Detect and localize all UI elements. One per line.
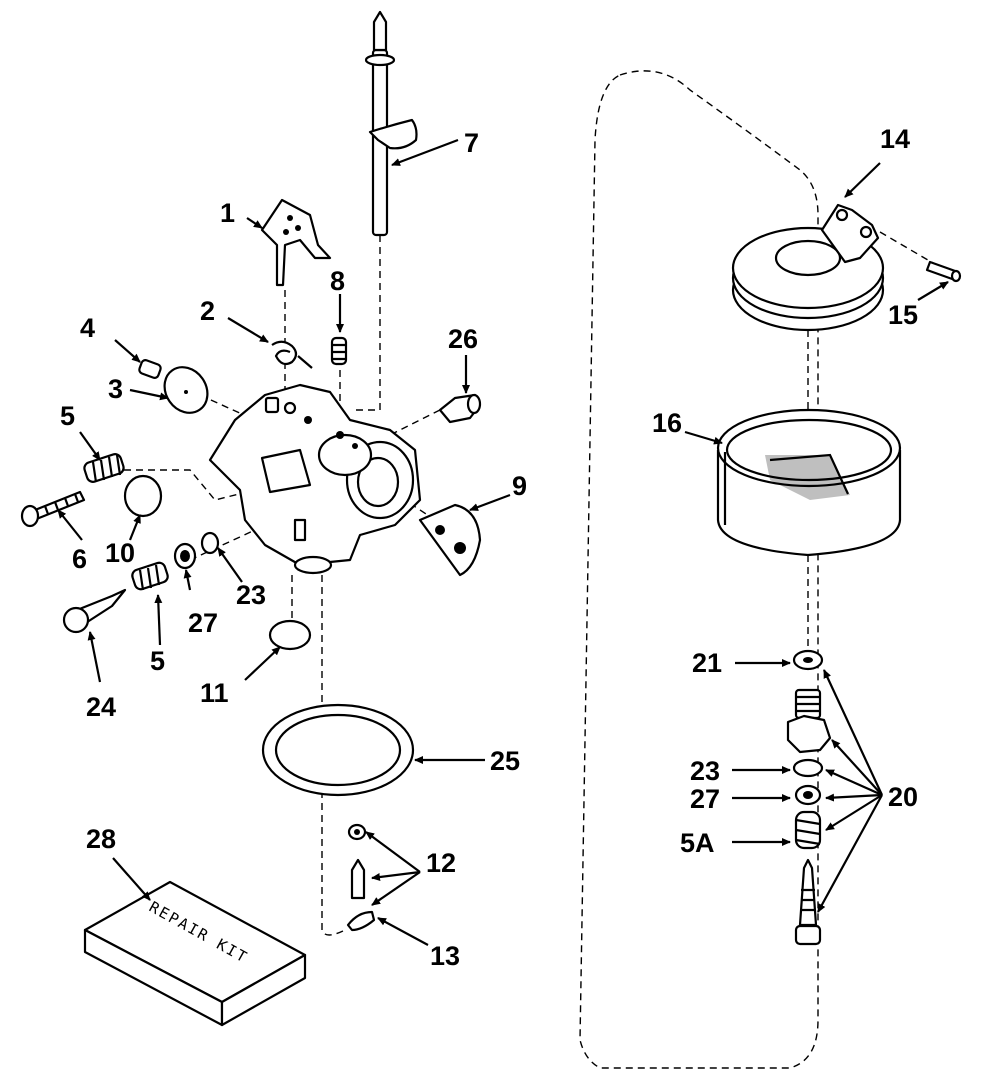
clip-part-13 (346, 910, 376, 932)
label-28: 28 (86, 824, 116, 854)
label-21: 21 (692, 648, 722, 678)
label-1: 1 (220, 198, 235, 228)
shaft-part-7 (364, 10, 418, 237)
bowl-part-16 (716, 408, 902, 557)
label-7: 7 (464, 128, 479, 158)
label-4: 4 (80, 313, 95, 343)
plug-part-11 (268, 619, 312, 651)
label-27-left: 27 (188, 608, 218, 638)
label-6: 6 (72, 544, 87, 574)
part-labels: 1 2 8 7 4 3 26 5 9 6 10 23 27 5 24 11 25… (60, 124, 918, 971)
label-10: 10 (105, 538, 135, 568)
washer-part-21 (792, 649, 824, 671)
label-13: 13 (430, 941, 460, 971)
label-8: 8 (330, 266, 345, 296)
float-bowl-enclosure (579, 70, 819, 1069)
gasket-part-9 (418, 503, 482, 577)
needle-assembly-part-20 (786, 688, 832, 946)
washer-part-23 (200, 531, 220, 555)
spring-part-5-upper (83, 453, 125, 483)
cover-part-14 (731, 203, 885, 332)
screw-part-4 (138, 359, 162, 379)
carburetor-body (208, 383, 422, 575)
seal-part-27 (173, 542, 197, 570)
label-27-right: 27 (690, 784, 720, 814)
label-5-lower: 5 (150, 646, 165, 676)
label-26: 26 (448, 324, 478, 354)
label-12: 12 (426, 848, 456, 878)
label-3: 3 (108, 374, 123, 404)
spring-part-8 (330, 336, 348, 366)
label-16: 16 (652, 408, 682, 438)
label-14: 14 (880, 124, 910, 154)
label-15: 15 (888, 300, 918, 330)
label-25: 25 (490, 746, 520, 776)
pin-part-15 (925, 260, 962, 283)
bracket-part-1 (260, 198, 332, 287)
label-9: 9 (512, 471, 527, 501)
fitting-part-26 (438, 393, 482, 424)
plug-part-10 (123, 474, 163, 518)
label-23-left: 23 (236, 580, 266, 610)
spring-part-5-lower (131, 561, 169, 591)
gasket-ring-part-25 (261, 703, 415, 797)
label-2: 2 (200, 296, 215, 326)
repair-kit-part-28: REPAIR KIT (83, 880, 307, 1027)
screw-part-6 (20, 490, 86, 528)
disc-part-3 (163, 366, 209, 414)
spring-part-2 (271, 340, 313, 369)
label-20: 20 (888, 782, 918, 812)
label-11: 11 (200, 678, 229, 708)
label-5-upper: 5 (60, 401, 75, 431)
needle-valve-part-24 (62, 588, 127, 634)
label-23-right: 23 (690, 756, 720, 786)
label-5A: 5A (680, 828, 715, 858)
parts-12 (347, 823, 367, 900)
arrows (57, 138, 949, 946)
label-24: 24 (86, 692, 116, 722)
